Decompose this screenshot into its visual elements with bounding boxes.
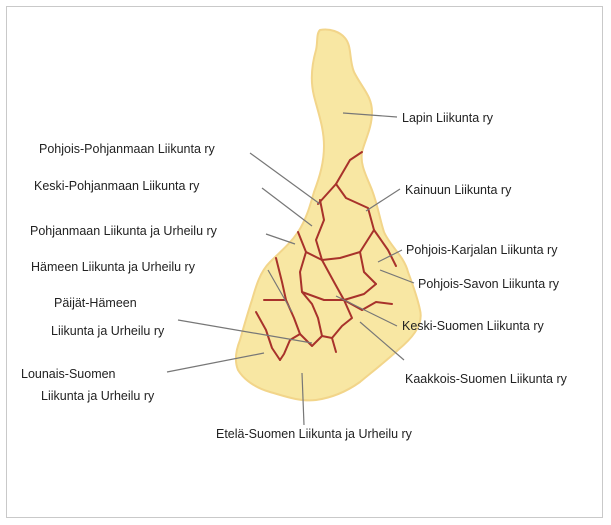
label-kaakkois-suomi: Kaakkois-Suomen Liikunta ry [405, 372, 568, 386]
leader-lines [166, 112, 415, 426]
label-kainuu: Kainuun Liikunta ry [405, 183, 512, 197]
label-pohjois-pohjanmaa: Pohjois-Pohjanmaan Liikunta ry [39, 142, 216, 156]
label-paijat-hame-line1: Päijät-Hämeen [54, 296, 137, 310]
label-keski-suomi: Keski-Suomen Liikunta ry [402, 319, 544, 333]
label-lappi: Lapin Liikunta ry [402, 111, 494, 125]
label-lounais-suomi-line2: Liikunta ja Urheilu ry [41, 389, 155, 403]
finland-land [234, 28, 422, 402]
label-paijat-hame-line2: Liikunta ja Urheilu ry [51, 324, 165, 338]
label-pohjois-savo: Pohjois-Savon Liikunta ry [418, 277, 560, 291]
label-pohjois-karjala: Pohjois-Karjalan Liikunta ry [406, 243, 558, 257]
label-pohjanmaa: Pohjanmaan Liikunta ja Urheilu ry [30, 224, 218, 238]
label-lounais-suomi-line1: Lounais-Suomen [21, 367, 116, 381]
label-keski-pohjanmaa: Keski-Pohjanmaan Liikunta ry [34, 179, 200, 193]
region-labels: Lapin Liikunta ry Pohjois-Pohjanmaan Lii… [21, 111, 568, 441]
label-etela-suomi: Etelä-Suomen Liikunta ja Urheilu ry [216, 427, 413, 441]
label-hame: Hämeen Liikunta ja Urheilu ry [31, 260, 196, 274]
